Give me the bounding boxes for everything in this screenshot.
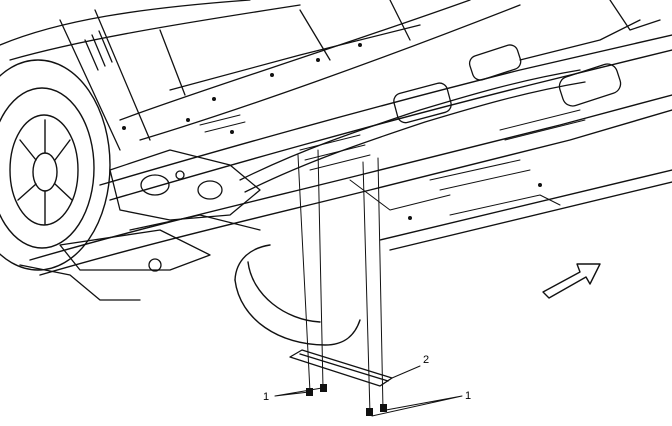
suspension-crossmember (19, 149, 261, 301)
exhaust-system (239, 0, 661, 193)
arrow-upper-right-icon (542, 263, 601, 299)
left-wheel (0, 59, 111, 271)
callout-fastener-right: 1 (465, 390, 471, 402)
callout-fastener-left: 1 (263, 391, 269, 403)
floor-pan-detail (199, 109, 586, 216)
frame-rails (29, 34, 672, 276)
body-panels (0, 0, 521, 151)
rivets (122, 43, 542, 220)
callout-shield: 2 (423, 354, 429, 366)
fastener-guide-lines (297, 149, 384, 415)
callout-leaders (274, 365, 463, 417)
rear-wheel (234, 244, 361, 346)
underbody-shield (289, 349, 393, 387)
